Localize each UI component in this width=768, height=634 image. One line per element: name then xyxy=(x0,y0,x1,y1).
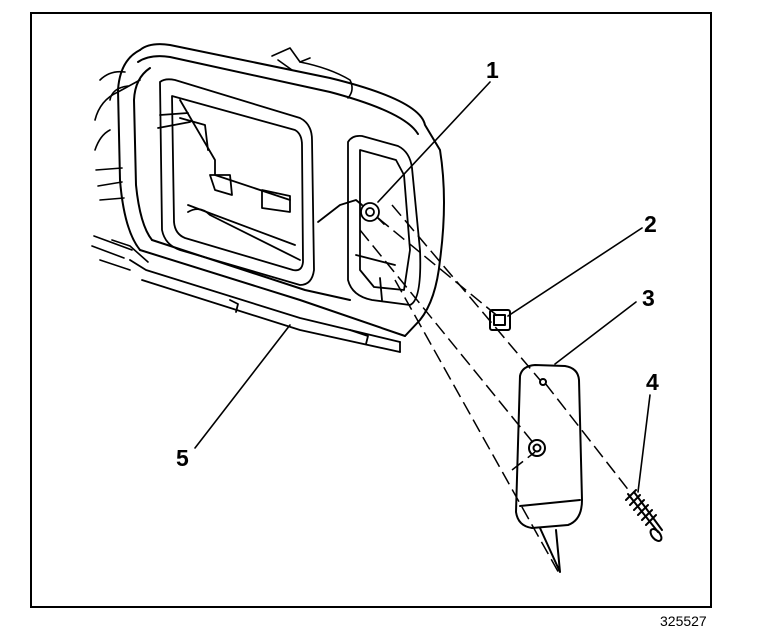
headlamp-lens xyxy=(157,78,315,286)
callout-1: 1 xyxy=(486,57,499,83)
mounting-screw xyxy=(625,489,663,542)
headlamp-housing xyxy=(117,43,445,337)
marker-lamp-pocket xyxy=(347,134,422,306)
leader-lines xyxy=(194,81,651,493)
wiring-harness xyxy=(271,47,353,99)
figure-frame xyxy=(30,12,712,608)
figure-number: 325527 xyxy=(660,613,707,629)
callout-2: 2 xyxy=(644,211,657,237)
side-marker-lamp xyxy=(515,364,583,573)
lower-trim-strip xyxy=(129,259,401,353)
callout-5: 5 xyxy=(176,445,189,471)
alignment-lines xyxy=(359,204,631,576)
bulb-socket xyxy=(317,199,385,225)
callout-4: 4 xyxy=(646,369,659,395)
callout-3: 3 xyxy=(642,285,655,311)
